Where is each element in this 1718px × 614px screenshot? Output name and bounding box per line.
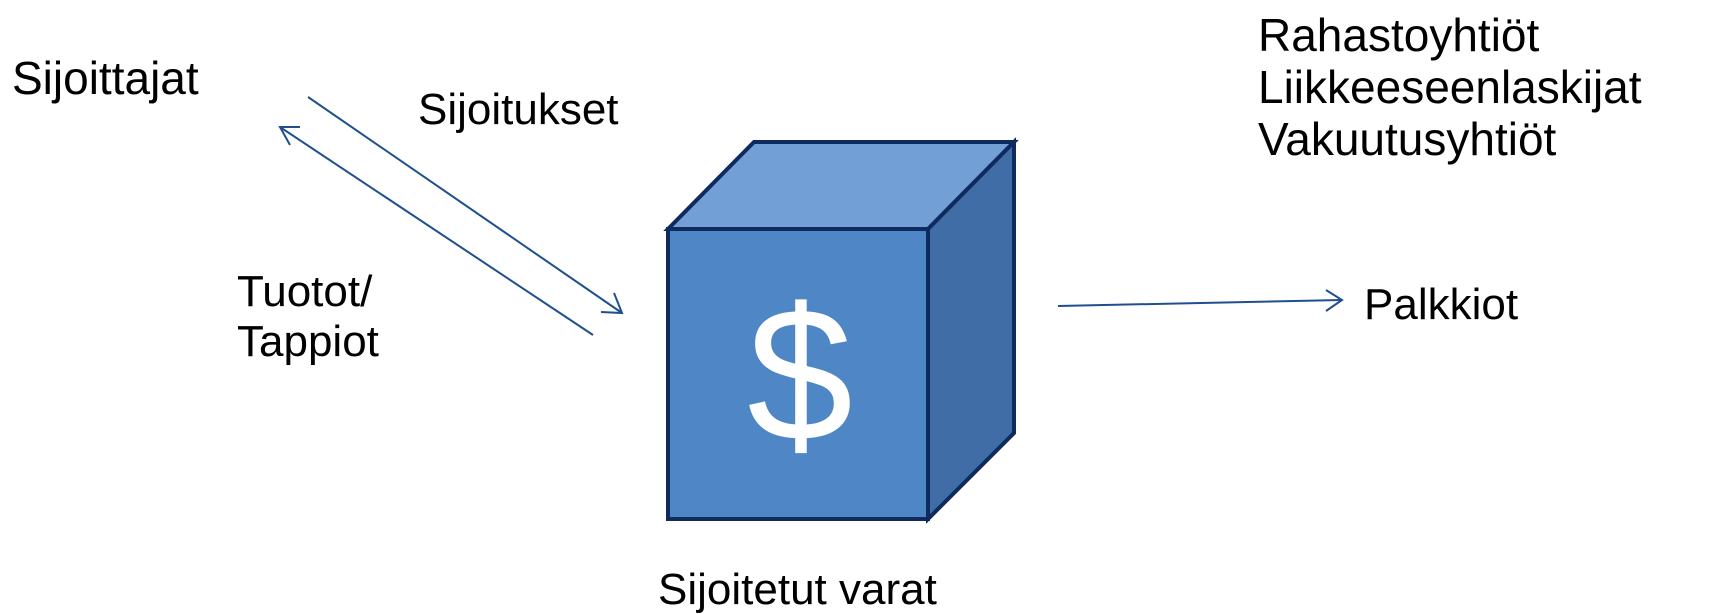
fees-arrow bbox=[1057, 289, 1344, 312]
invested-assets-label: Sijoitetut varat bbox=[658, 565, 937, 614]
invested-assets-cube bbox=[663, 137, 1019, 524]
investments-label: Sijoitukset bbox=[418, 85, 619, 134]
returns-label-line-1: Tuotot/ bbox=[237, 267, 373, 316]
actor-issuers: Liikkeeseenlaskijat bbox=[1258, 61, 1642, 113]
cube-front-face bbox=[666, 227, 930, 521]
returns-losses-label: Tuotot/ Tappiot bbox=[237, 270, 379, 364]
dollar-icon: $ bbox=[747, 269, 853, 481]
fees-label: Palkkiot bbox=[1364, 280, 1519, 329]
investors-label: Sijoittajat bbox=[12, 52, 199, 104]
returns-arrow bbox=[278, 126, 594, 336]
actor-fund-companies: Rahastoyhtiöt bbox=[1258, 9, 1540, 61]
returns-label-line-2: Tappiot bbox=[237, 317, 379, 366]
investments-arrow bbox=[307, 96, 624, 315]
actors-list: Rahastoyhtiöt Liikkeeseenlaskijat Vakuut… bbox=[1258, 12, 1642, 168]
actor-insurance-companies: Vakuutusyhtiöt bbox=[1258, 113, 1557, 165]
